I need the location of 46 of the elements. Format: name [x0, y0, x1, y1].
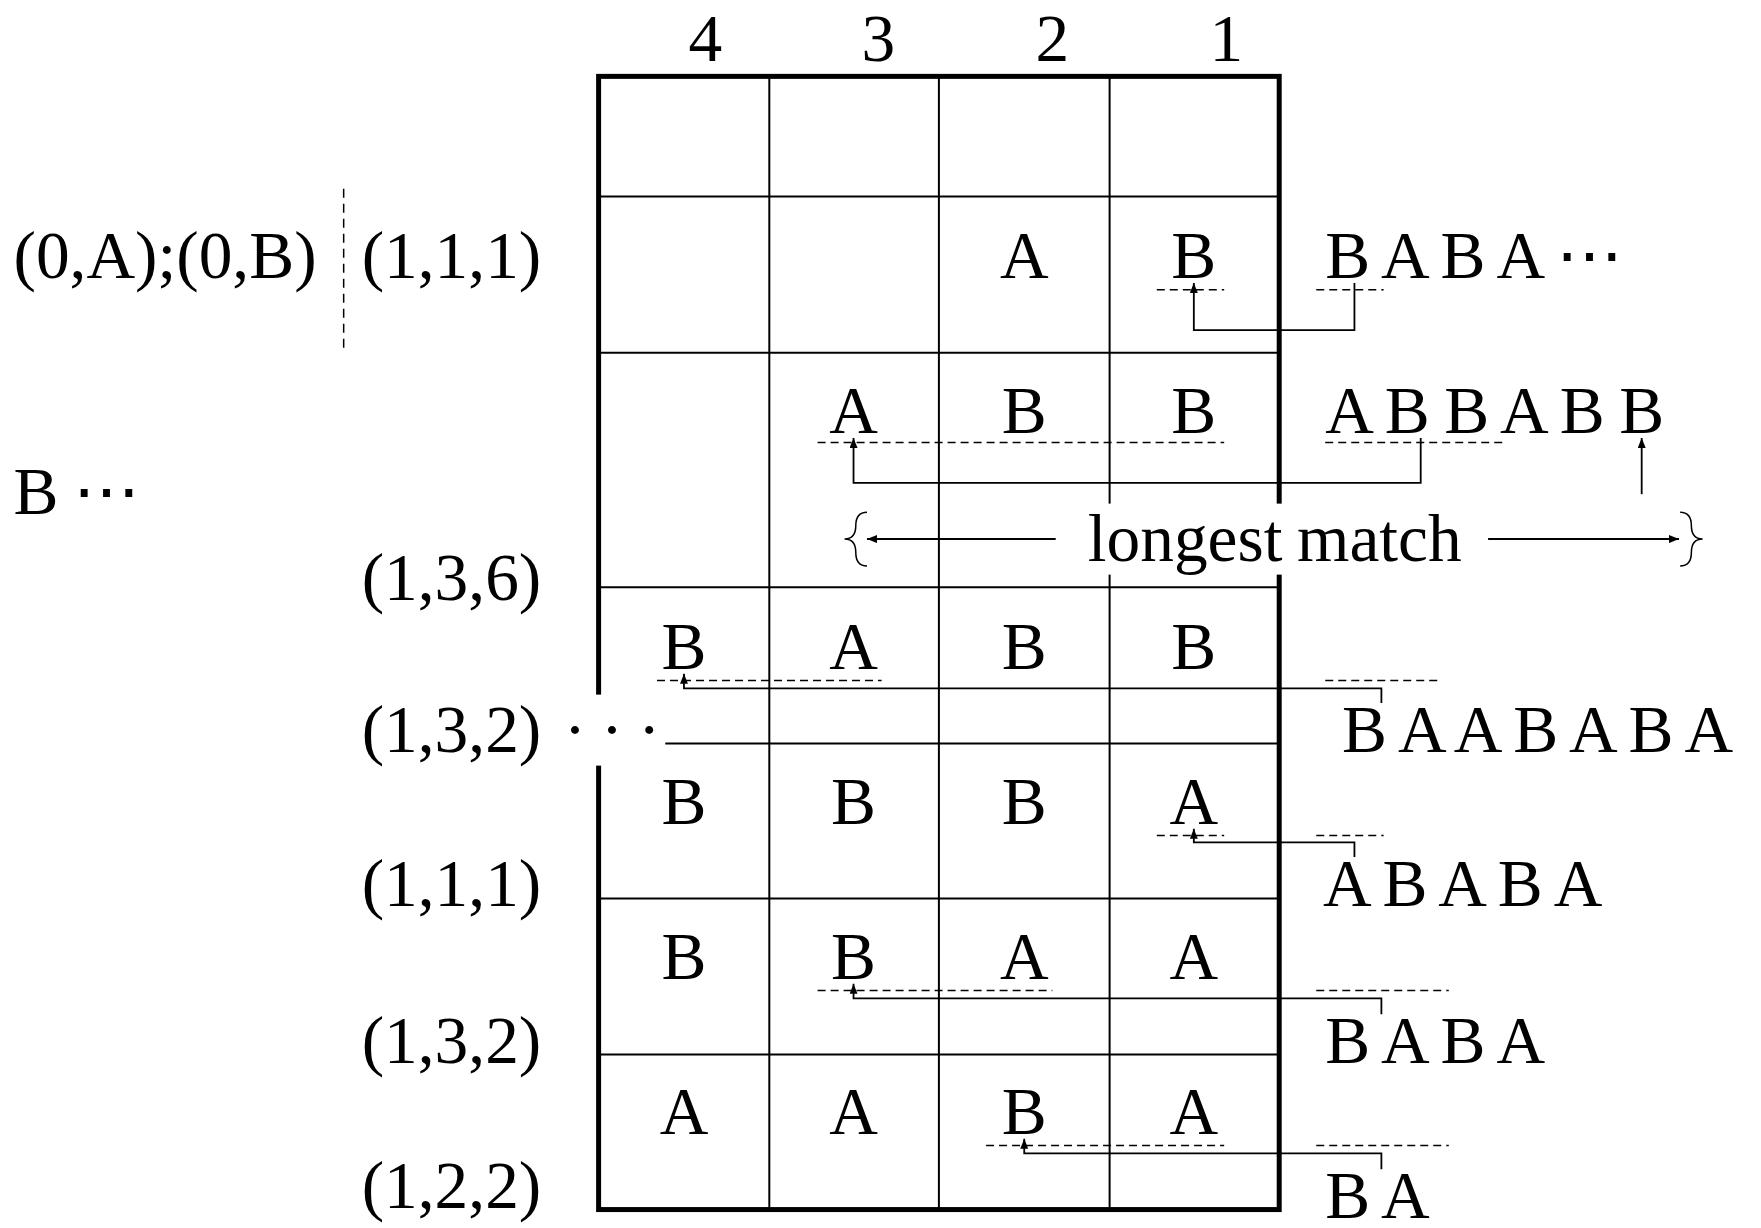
output-code: (1,1,1)	[361, 848, 542, 920]
arrow	[1189, 282, 1356, 332]
column-number: 1	[1209, 3, 1244, 75]
arrow	[849, 982, 1383, 1016]
output-code: (1,3,2)	[361, 1005, 542, 1077]
output-code: (1,2,2)	[361, 1150, 542, 1222]
symbol: B	[1001, 384, 1047, 438]
arrow	[849, 437, 1422, 484]
arrow	[1020, 1137, 1383, 1171]
symbol: B	[831, 774, 876, 829]
output-code: (1,1,1)	[361, 220, 542, 292]
symbol: A	[829, 384, 878, 438]
arrow	[1189, 827, 1356, 858]
symbol: B	[1001, 1084, 1047, 1139]
symbol-sequence: A B B A B B	[1325, 384, 1665, 438]
symbol: B	[831, 929, 876, 984]
symbol: A	[1169, 929, 1219, 984]
symbol: B	[1171, 229, 1217, 283]
symbol: A	[829, 619, 878, 674]
symbol: B	[1171, 619, 1217, 674]
symbol: A	[1169, 774, 1219, 829]
arrow	[679, 672, 1383, 704]
symbol-sequence: B ⋯	[13, 456, 140, 528]
symbol: B	[1171, 384, 1217, 438]
symbol-sequence: B A A B A B A	[1342, 703, 1734, 757]
symbol: B	[1001, 774, 1047, 829]
output-code: (1,3,6)	[361, 543, 542, 614]
symbol-sequence: B A B A ⋯	[1325, 229, 1623, 283]
symbol: A	[999, 929, 1049, 984]
symbol: A	[829, 1084, 878, 1139]
symbol-sequence: B A B A	[1325, 1014, 1546, 1069]
symbol: B	[1001, 619, 1047, 674]
output-code: (1,3,2)	[361, 694, 542, 766]
symbol: B	[661, 929, 707, 984]
column-number: 4	[688, 3, 723, 75]
arrow	[1637, 437, 1646, 496]
symbol-sequence: A B A B A	[1323, 856, 1603, 911]
output-code: (0,A);(0,B)	[13, 220, 317, 292]
symbol: A	[999, 229, 1049, 283]
symbol: A	[659, 1084, 709, 1139]
symbol: A	[1169, 1084, 1219, 1139]
symbol: B	[661, 619, 707, 674]
column-number: 3	[861, 3, 896, 75]
symbol: B	[661, 774, 707, 829]
symbol-sequence: B A	[1325, 1169, 1430, 1224]
column-number: 2	[1035, 3, 1070, 75]
